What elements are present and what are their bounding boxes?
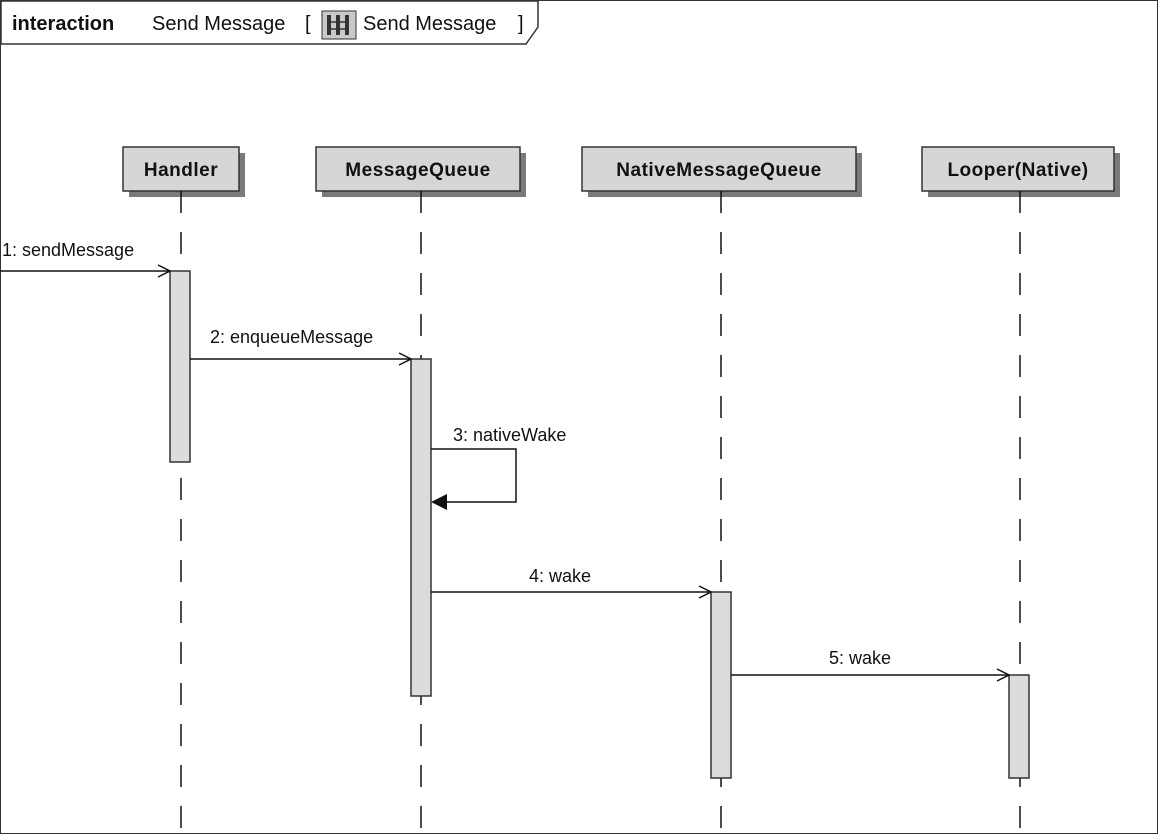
message-label: 5: wake <box>829 648 891 668</box>
activation-bar-messagequeue[interactable] <box>410 358 432 697</box>
frame-diagram-name: Send Message <box>363 13 496 35</box>
sequence-diagram-icon <box>321 10 357 40</box>
lifeline-label: NativeMessageQueue <box>616 160 821 181</box>
lifeline-box[interactable] <box>315 146 521 192</box>
lifeline-messagequeue: MessageQueue <box>315 146 526 834</box>
activation-bar-nativemessagequeue[interactable] <box>710 591 732 779</box>
message-2[interactable]: 2: enqueueMessage <box>190 327 411 359</box>
lifeline-box[interactable] <box>581 146 857 192</box>
message-1[interactable]: 1: sendMessage <box>0 240 170 271</box>
message-arrow[interactable] <box>431 448 517 503</box>
activation-bar-looper[interactable] <box>1008 674 1030 779</box>
filled-arrowhead-icon <box>431 494 447 510</box>
frame-close-bracket: ] <box>518 13 524 35</box>
message-3[interactable]: 3: nativeWake <box>431 425 566 510</box>
lifeline-label: Looper(Native) <box>947 160 1088 181</box>
frame-title: Send Message <box>152 13 285 35</box>
message-label: 1: sendMessage <box>2 240 134 260</box>
lifeline-box[interactable] <box>122 146 240 192</box>
lifeline-nativemessagequeue: NativeMessageQueue <box>581 146 862 834</box>
message-4[interactable]: 4: wake <box>431 566 711 592</box>
activation-bar-handler[interactable] <box>169 270 191 463</box>
message-5[interactable]: 5: wake <box>731 648 1009 675</box>
frame-keyword: interaction <box>12 13 114 35</box>
message-label: 4: wake <box>529 566 591 586</box>
frame-tab: interaction Send Message [ Send Message … <box>0 0 539 45</box>
message-label: 3: nativeWake <box>453 425 566 445</box>
lifeline-label: Handler <box>144 160 218 181</box>
lifeline-box[interactable] <box>921 146 1115 192</box>
frame-open-bracket: [ <box>305 13 311 35</box>
lifeline-label: MessageQueue <box>345 160 490 181</box>
message-label: 2: enqueueMessage <box>210 327 373 347</box>
lifeline-handler: Handler <box>122 146 245 834</box>
lifeline-looper: Looper(Native) <box>921 146 1120 834</box>
